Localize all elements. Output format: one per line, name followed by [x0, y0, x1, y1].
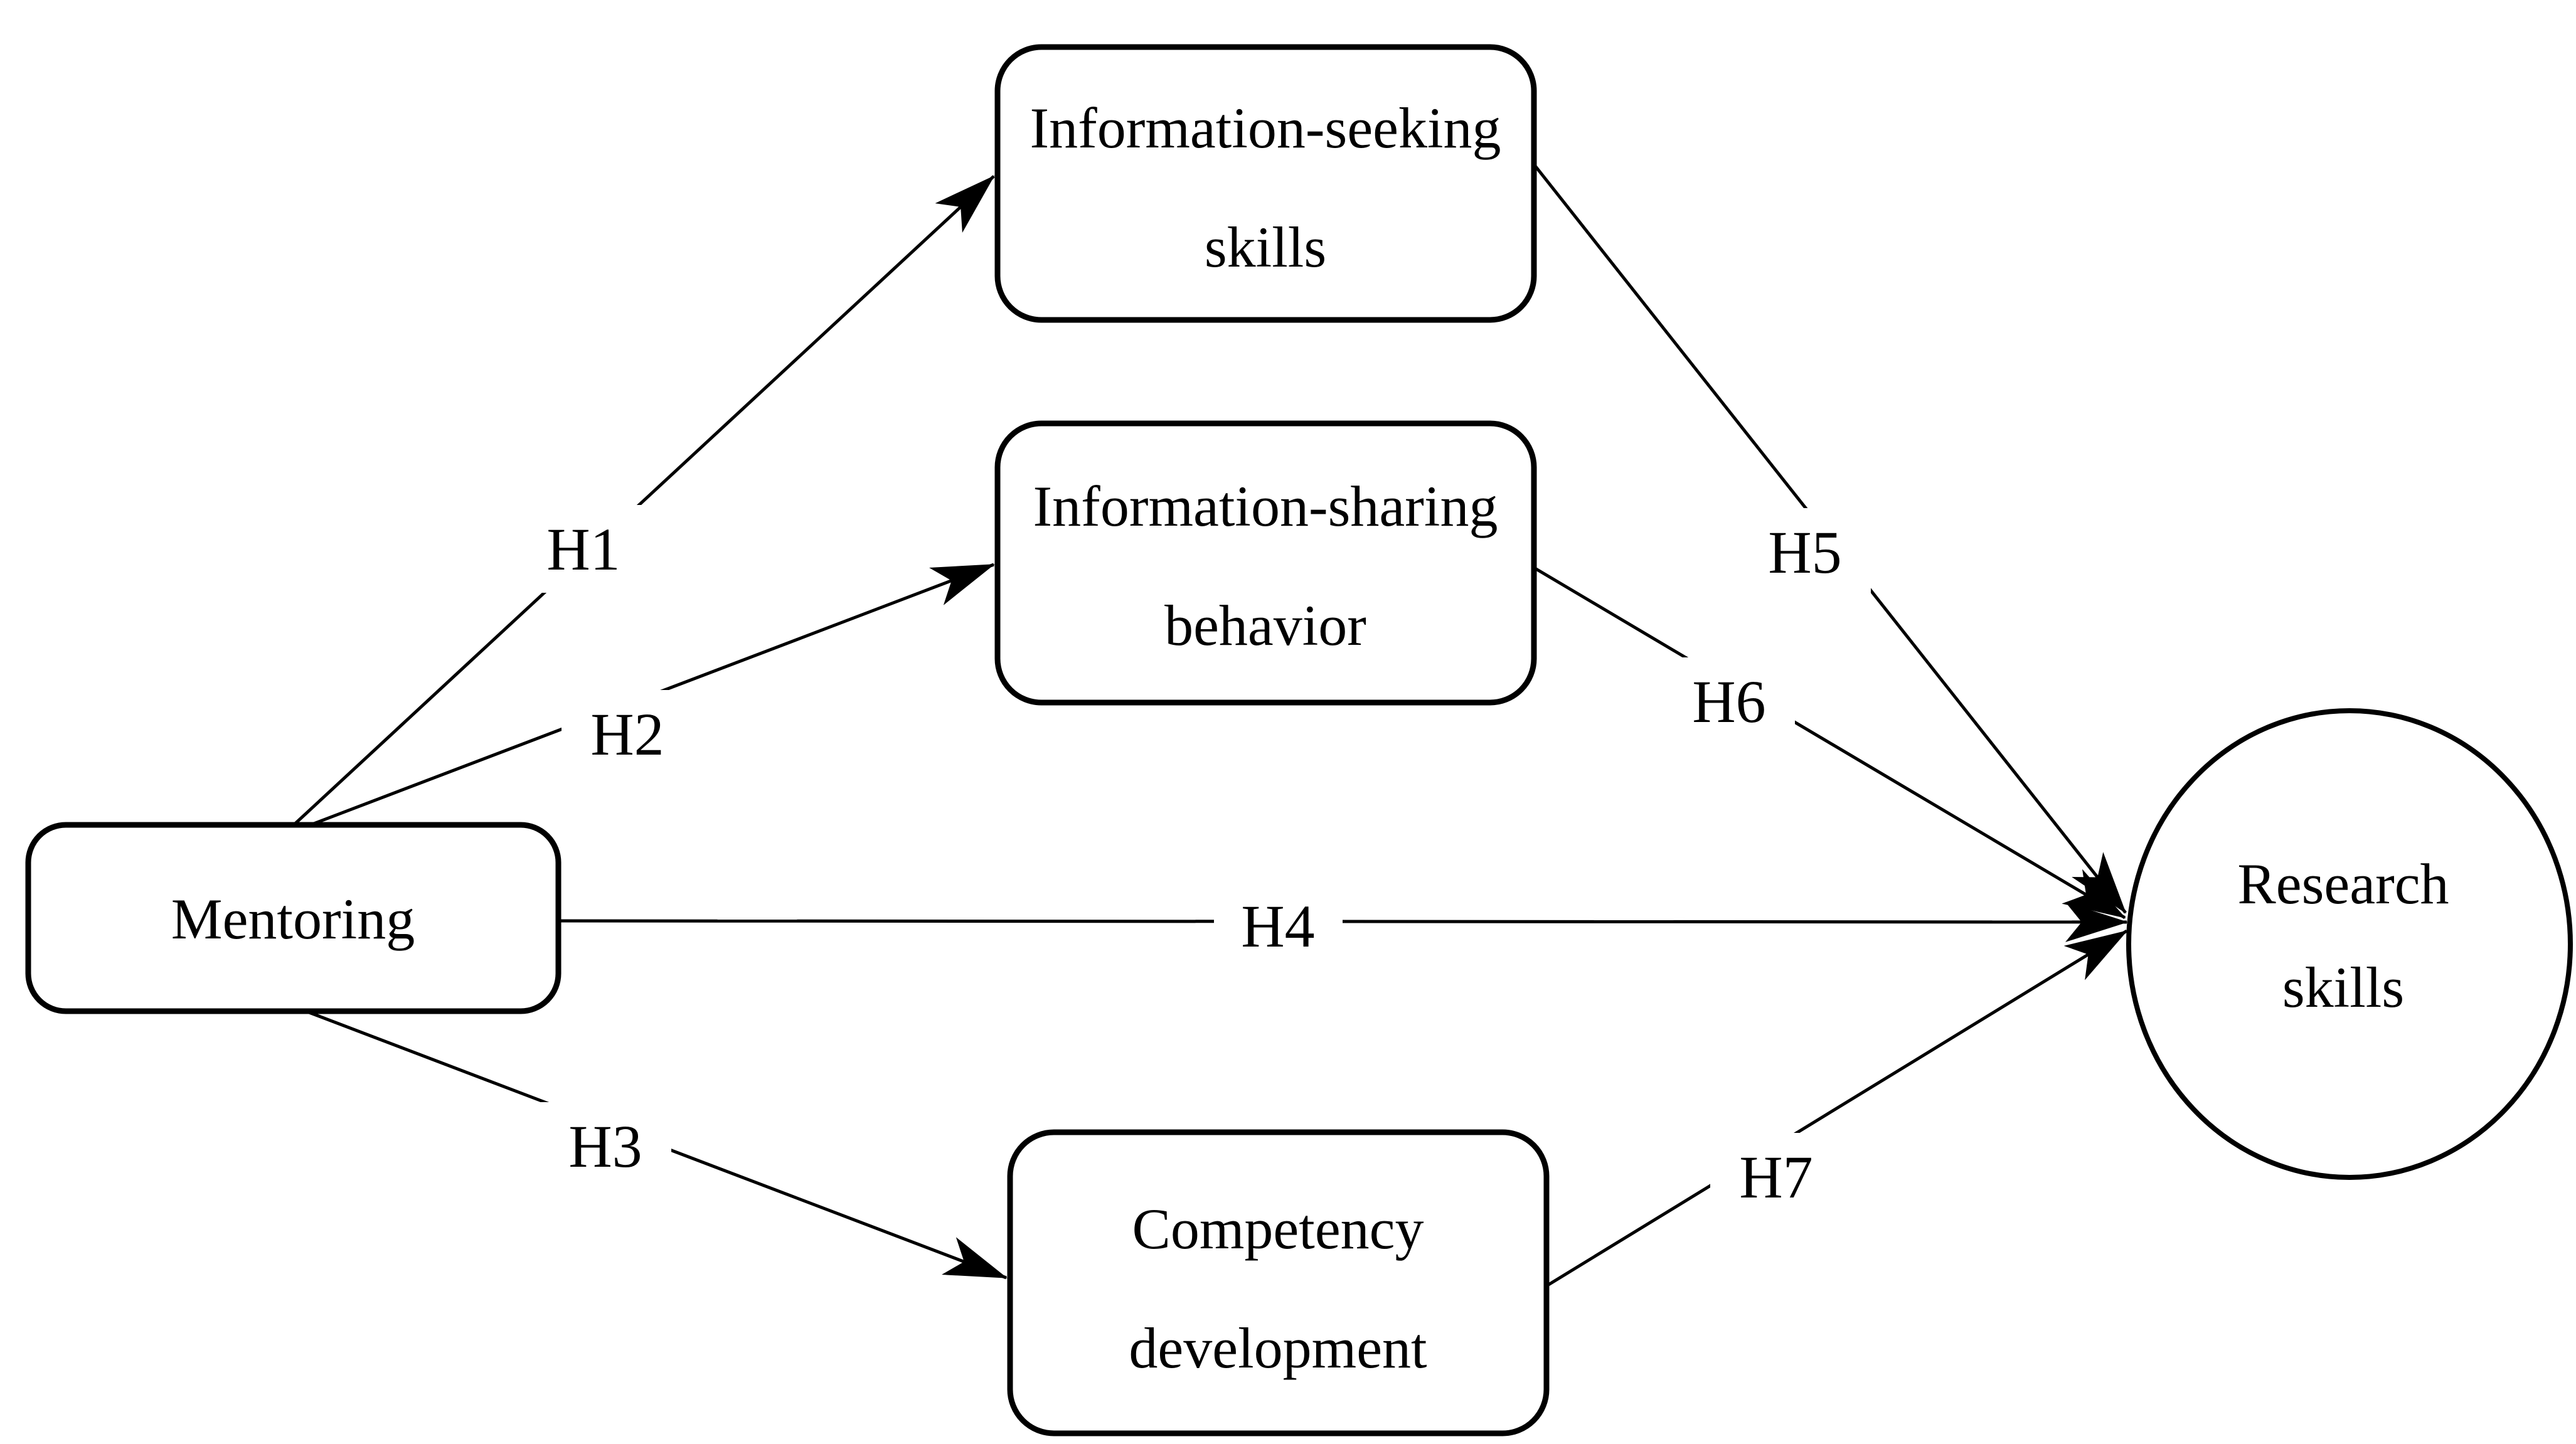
edge-h7-line	[1545, 929, 2128, 1288]
edge-h3-label: H3	[568, 1113, 642, 1180]
node-competency-development: Competency development	[1007, 1129, 1550, 1436]
edge-h6-label-group: H6	[1663, 657, 1795, 745]
edge-h2-label-mask	[562, 690, 693, 778]
edge-h5-label-group: H5	[1739, 508, 1871, 596]
node-research-skills-label-line1: Research	[2237, 852, 2449, 916]
edge-h4-label-group: H4	[1214, 879, 1343, 973]
edge-h1-label: H1	[546, 516, 620, 583]
node-information-sharing-behavior-box	[994, 420, 1537, 706]
edge-h1-label-group: H1	[518, 505, 649, 593]
edge-h5-label-mask	[1739, 508, 1871, 596]
node-information-sharing-behavior: Information-sharing behavior	[994, 420, 1537, 706]
edge-h2-label-group: H2	[562, 690, 693, 778]
edge-h4-label-mask	[1214, 879, 1343, 973]
node-competency-development-label-line2: development	[1129, 1316, 1427, 1380]
node-information-sharing-behavior-label-line1: Information-sharing	[1033, 474, 1498, 538]
node-mentoring-box	[25, 822, 562, 1014]
node-information-seeking-skills-label-line1: Information-seeking	[1030, 96, 1501, 160]
node-mentoring: Mentoring	[25, 822, 562, 1014]
edge-h1-label-mask	[518, 505, 649, 593]
node-mentoring-label: Mentoring	[171, 887, 415, 951]
edge-h6-line	[1533, 566, 2126, 920]
edge-h3-label-mask	[540, 1102, 671, 1190]
edge-h7-label: H7	[1739, 1144, 1812, 1211]
edge-h6-label-mask	[1663, 657, 1795, 745]
edge-h4-label: H4	[1241, 893, 1314, 960]
node-competency-development-box	[1007, 1129, 1550, 1436]
edge-h1-line	[290, 175, 995, 828]
node-competency-development-label-line1: Competency	[1132, 1197, 1424, 1261]
node-research-skills-label-line2: skills	[2282, 955, 2404, 1019]
node-research-skills-circle	[2126, 708, 2573, 1180]
edge-labels: H1 H2 H3 H4 H5 H6	[518, 505, 1871, 1221]
edge-h5-label: H5	[1768, 519, 1841, 586]
edge-h6-label: H6	[1692, 668, 1765, 735]
edge-h2-label: H2	[590, 701, 664, 768]
edge-h7-label-group: H7	[1710, 1133, 1842, 1221]
node-information-seeking-skills: Information-seeking skills	[994, 44, 1537, 323]
nodes: Information-seeking skills Information-s…	[25, 44, 2573, 1436]
edge-h3-label-group: H3	[540, 1102, 671, 1190]
node-research-skills: Research skills	[2126, 708, 2573, 1180]
node-information-seeking-skills-box	[994, 44, 1537, 323]
node-information-sharing-behavior-label-line2: behavior	[1164, 593, 1366, 657]
edge-h7-label-mask	[1710, 1133, 1842, 1221]
node-information-seeking-skills-label-line2: skills	[1205, 215, 1326, 279]
